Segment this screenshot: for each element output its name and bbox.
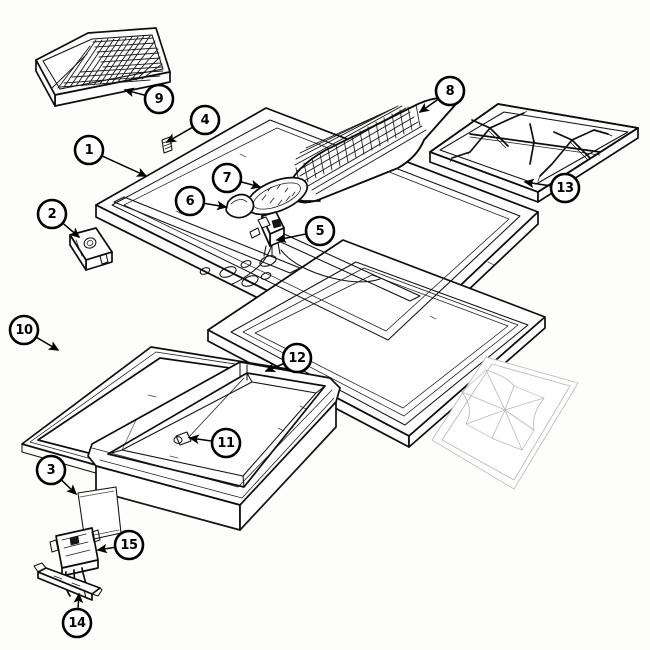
callout-circle[interactable] xyxy=(434,75,466,107)
callout-circle[interactable] xyxy=(211,162,243,194)
callout-circle[interactable] xyxy=(174,185,206,217)
callout-leader-line xyxy=(241,180,262,190)
grate-arm-group-left xyxy=(467,117,513,155)
callout-number: 3 xyxy=(47,463,56,478)
callout-2-switch[interactable]: 2 xyxy=(36,198,81,238)
callout-leader-line xyxy=(188,434,212,445)
callout-circle[interactable] xyxy=(36,198,68,230)
callout-circle[interactable] xyxy=(73,134,105,166)
callout-number: 2 xyxy=(48,207,57,222)
callout-leader-line xyxy=(102,155,148,177)
phantom-burner-grate xyxy=(431,356,579,490)
callout-circle[interactable] xyxy=(304,215,336,247)
callout-9-air-filter[interactable]: 9 xyxy=(123,83,175,115)
callout-leader-line xyxy=(73,592,84,609)
callout-number: 15 xyxy=(120,538,138,553)
callout-circle[interactable] xyxy=(281,342,313,374)
callout-circle[interactable] xyxy=(113,529,145,561)
callout-leader-line xyxy=(264,363,284,372)
callout-11-pan-fitting[interactable]: 11 xyxy=(188,427,242,459)
callout-circle[interactable] xyxy=(189,104,221,136)
callout-number: 1 xyxy=(85,143,94,158)
callout-leader-line xyxy=(418,99,439,113)
callout-10-gasket[interactable]: 10 xyxy=(8,314,60,351)
part-12-drip-pan[interactable] xyxy=(87,361,341,531)
callout-circle[interactable] xyxy=(35,454,67,486)
callout-leader-line xyxy=(63,223,81,238)
callout-circle[interactable] xyxy=(61,607,93,639)
callout-leader-line xyxy=(96,543,115,554)
part-2-switch-component[interactable] xyxy=(69,227,113,271)
callout-7-burner-head[interactable]: 7 xyxy=(211,162,262,194)
callout-circle[interactable] xyxy=(210,427,242,459)
callout-number: 4 xyxy=(201,113,210,128)
callout-4-screw[interactable]: 4 xyxy=(165,104,221,143)
callout-3-shield-panel[interactable]: 3 xyxy=(35,454,78,496)
callout-leader-line xyxy=(275,233,306,243)
callout-circle[interactable] xyxy=(8,314,40,346)
callout-circle[interactable] xyxy=(549,172,581,204)
callout-number: 12 xyxy=(288,351,305,366)
callout-circle[interactable] xyxy=(143,83,175,115)
callout-1-main-cooktop[interactable]: 1 xyxy=(73,134,148,177)
callout-8-vent-grille[interactable]: 8 xyxy=(418,75,466,113)
callout-number: 9 xyxy=(155,92,164,107)
callout-number: 11 xyxy=(217,436,235,451)
callout-number: 13 xyxy=(556,181,574,196)
part-9-air-filter-grille[interactable] xyxy=(35,27,171,107)
callout-leader-line xyxy=(204,200,228,211)
callout-13-burner-grate[interactable]: 13 xyxy=(523,172,581,204)
callout-number: 6 xyxy=(186,194,195,209)
callout-number: 14 xyxy=(68,616,86,631)
callout-leader-line xyxy=(123,87,145,97)
callout-leader-line xyxy=(61,479,78,496)
callout-5-igniter-valve[interactable]: 5 xyxy=(275,215,336,247)
callout-leader-line xyxy=(523,178,551,189)
part-6-burner-cap[interactable] xyxy=(225,193,255,219)
grate-arm-group-right xyxy=(549,129,595,167)
part-8-vent-grille[interactable] xyxy=(287,97,457,204)
callout-leader-line xyxy=(36,337,60,351)
callout-15-switch-assembly[interactable]: 15 xyxy=(96,529,145,561)
callout-number: 8 xyxy=(446,84,455,99)
part-15-switch-box-assembly[interactable] xyxy=(49,527,101,597)
callout-leader-line xyxy=(165,127,193,143)
callout-number: 5 xyxy=(316,224,325,239)
callout-12-drip-pan[interactable]: 12 xyxy=(264,342,313,374)
callout-14-bracket[interactable]: 14 xyxy=(61,592,93,639)
callout-6-cap[interactable]: 6 xyxy=(174,185,228,217)
callout-number: 10 xyxy=(15,323,33,338)
callout-number: 7 xyxy=(223,171,232,186)
